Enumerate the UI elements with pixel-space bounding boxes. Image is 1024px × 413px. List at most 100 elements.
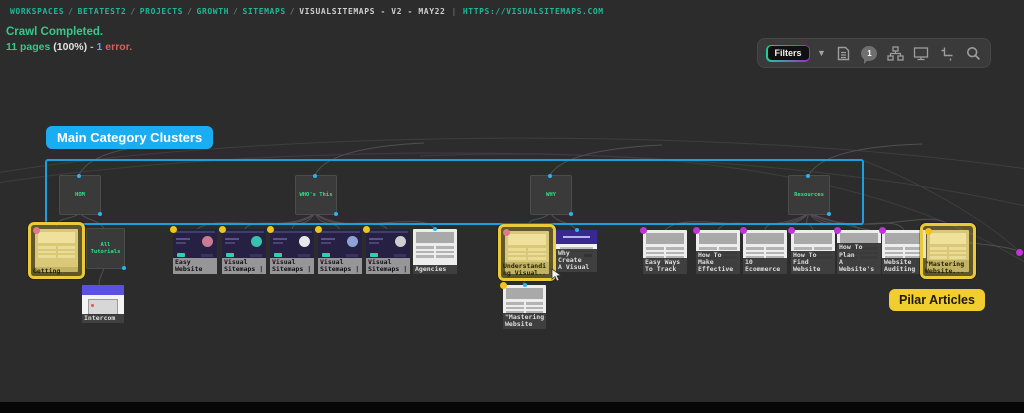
comment-count-badge: 1 bbox=[867, 49, 871, 58]
breadcrumb-separator: / bbox=[68, 7, 73, 16]
category-node-resources[interactable]: Resources bbox=[788, 175, 830, 215]
breadcrumb-item[interactable]: GROWTH bbox=[197, 7, 230, 16]
breadcrumb-item[interactable]: SITEMAPS bbox=[242, 7, 285, 16]
thumbnail-easy-ways[interactable]: Easy Ways To Track bbox=[643, 230, 687, 274]
connector-dot bbox=[548, 174, 552, 178]
connector-dot bbox=[122, 266, 126, 270]
bottom-letterbox bbox=[0, 402, 1024, 413]
thumbnail-mastering-mid[interactable]: "Mastering Website bbox=[503, 285, 546, 329]
thumbnail-label: Getting bbox=[31, 267, 82, 276]
crop-icon[interactable] bbox=[939, 45, 956, 62]
yellow-status-dot bbox=[363, 226, 370, 233]
chevron-down-icon[interactable]: ▼ bbox=[817, 49, 826, 58]
breadcrumb-separator: / bbox=[187, 7, 192, 16]
magenta-status-dot bbox=[834, 227, 841, 234]
pages-percent: (100%) bbox=[53, 41, 87, 53]
comment-bubble-icon[interactable]: 1 bbox=[861, 45, 878, 62]
connector-dot bbox=[334, 212, 338, 216]
thumbnail-easy-website[interactable]: Easy Website bbox=[173, 229, 217, 274]
thumbnail-getting[interactable]: Getting bbox=[28, 222, 85, 279]
search-icon[interactable] bbox=[965, 45, 982, 62]
yellow-status-dot bbox=[267, 226, 274, 233]
thumbnail-agencies[interactable]: Agencies bbox=[413, 229, 457, 274]
thumbnail-label: How To Make Effective bbox=[696, 251, 740, 274]
yellow-status-dot bbox=[925, 228, 932, 235]
magenta-status-dot bbox=[1016, 249, 1023, 256]
breadcrumb-separator: / bbox=[233, 7, 238, 16]
pink-status-dot bbox=[33, 227, 40, 234]
breadcrumb-item[interactable]: PROJECTS bbox=[140, 7, 183, 16]
connector-dot bbox=[433, 227, 437, 231]
sitemap-icon[interactable] bbox=[887, 45, 904, 62]
thumbnail-intercom[interactable]: Intercom bbox=[82, 285, 124, 323]
thumbnail-why-create[interactable]: Why Create A Visual bbox=[556, 230, 597, 272]
yellow-status-dot bbox=[315, 226, 322, 233]
thumbnail-label: Visual Sitemaps | bbox=[366, 258, 410, 274]
connector-dot bbox=[313, 174, 317, 178]
category-node-label: WHO's This bbox=[299, 192, 332, 199]
yellow-status-dot bbox=[170, 226, 177, 233]
breadcrumb-item[interactable]: WORKSPACES bbox=[10, 7, 64, 16]
magenta-status-dot bbox=[879, 227, 886, 234]
thumbnail-ecommerce[interactable]: 10 Ecommerce bbox=[743, 230, 787, 274]
connector-dot bbox=[77, 174, 81, 178]
magenta-status-dot bbox=[740, 227, 747, 234]
category-node-hom[interactable]: HOM bbox=[59, 175, 101, 215]
thumbnail-label: Visual Sitemaps | bbox=[222, 258, 266, 274]
annotation-main-category-clusters[interactable]: Main Category Clusters bbox=[46, 126, 213, 149]
thumbnail-label: Easy Ways To Track bbox=[643, 258, 687, 274]
thumbnail-label: How To Plan A Website's bbox=[837, 243, 881, 274]
connector-dot bbox=[523, 283, 527, 287]
thumbnail-visual-sitemaps-1[interactable]: Visual Sitemaps | bbox=[222, 229, 266, 274]
thumbnail-visual-sitemaps-4[interactable]: Visual Sitemaps | bbox=[366, 229, 410, 274]
category-node-label: Resources bbox=[794, 192, 824, 199]
yellow-status-dot bbox=[500, 282, 507, 289]
error-label: error. bbox=[105, 41, 132, 53]
thumbnail-label: Understandi ng Visual.. bbox=[501, 262, 553, 278]
thumbnail-label: Agencies bbox=[413, 265, 457, 274]
selection-rectangle[interactable] bbox=[45, 159, 864, 225]
screen-icon[interactable] bbox=[913, 45, 930, 62]
node-label: All Tutorials bbox=[91, 242, 121, 255]
thumbnail-label: Easy Website bbox=[173, 258, 217, 274]
breadcrumb-item[interactable]: BETATEST2 bbox=[78, 7, 127, 16]
category-node-who[interactable]: WHO's This bbox=[295, 175, 337, 215]
crawl-status-title: Crawl Completed. bbox=[6, 26, 132, 38]
breadcrumb-divider: | bbox=[451, 7, 456, 16]
magenta-status-dot bbox=[693, 227, 700, 234]
breadcrumb: WORKSPACES/BETATEST2/PROJECTS/GROWTH/SIT… bbox=[10, 7, 604, 16]
thumbnail-visual-sitemaps-3[interactable]: Visual Sitemaps | bbox=[318, 229, 362, 274]
cursor-icon bbox=[551, 268, 563, 282]
toolbar: Filters ▼ 1 bbox=[757, 38, 991, 68]
connector-dot bbox=[98, 212, 102, 216]
thumbnail-how-to-plan[interactable]: How To Plan A Website's bbox=[837, 230, 881, 274]
thumbnail-visual-sitemaps-2[interactable]: Visual Sitemaps | bbox=[270, 229, 314, 274]
category-node-label: WHY bbox=[546, 192, 556, 199]
error-count: 1 bbox=[97, 41, 103, 53]
category-node-label: HOM bbox=[75, 192, 85, 199]
annotation-pilar-articles[interactable]: Pilar Articles bbox=[889, 289, 985, 311]
pink-status-dot bbox=[503, 229, 510, 236]
breadcrumb-separator: / bbox=[130, 7, 135, 16]
magenta-status-dot bbox=[788, 227, 795, 234]
connector-dot bbox=[575, 228, 579, 232]
breadcrumb-url[interactable]: HTTPS://VISUALSITEMAPS.COM bbox=[463, 7, 604, 16]
yellow-status-dot bbox=[219, 226, 226, 233]
magenta-status-dot bbox=[640, 227, 647, 234]
thumbnail-all-tutorials[interactable]: All Tutorials bbox=[86, 228, 125, 269]
category-node-why[interactable]: WHY bbox=[530, 175, 572, 215]
pages-count: 11 pages bbox=[6, 41, 50, 53]
thumbnail-label: "Mastering Website bbox=[503, 313, 546, 329]
thumbnail-how-to-find[interactable]: How To Find Website bbox=[791, 230, 835, 274]
connector-dot bbox=[806, 174, 810, 178]
thumbnail-mastering-right[interactable]: "Mastering Website... bbox=[920, 223, 976, 279]
filters-button[interactable]: Filters bbox=[766, 45, 810, 62]
thumbnail-understanding[interactable]: Understandi ng Visual.. bbox=[498, 224, 556, 281]
thumbnail-how-to-make[interactable]: How To Make Effective bbox=[696, 230, 740, 274]
breadcrumb-separator: / bbox=[290, 7, 295, 16]
crawl-status: Crawl Completed. 11 pages (100%) - 1 err… bbox=[6, 26, 132, 53]
thumbnail-label: How To Find Website bbox=[791, 251, 835, 274]
document-icon[interactable] bbox=[835, 45, 852, 62]
connector-dot bbox=[569, 212, 573, 216]
